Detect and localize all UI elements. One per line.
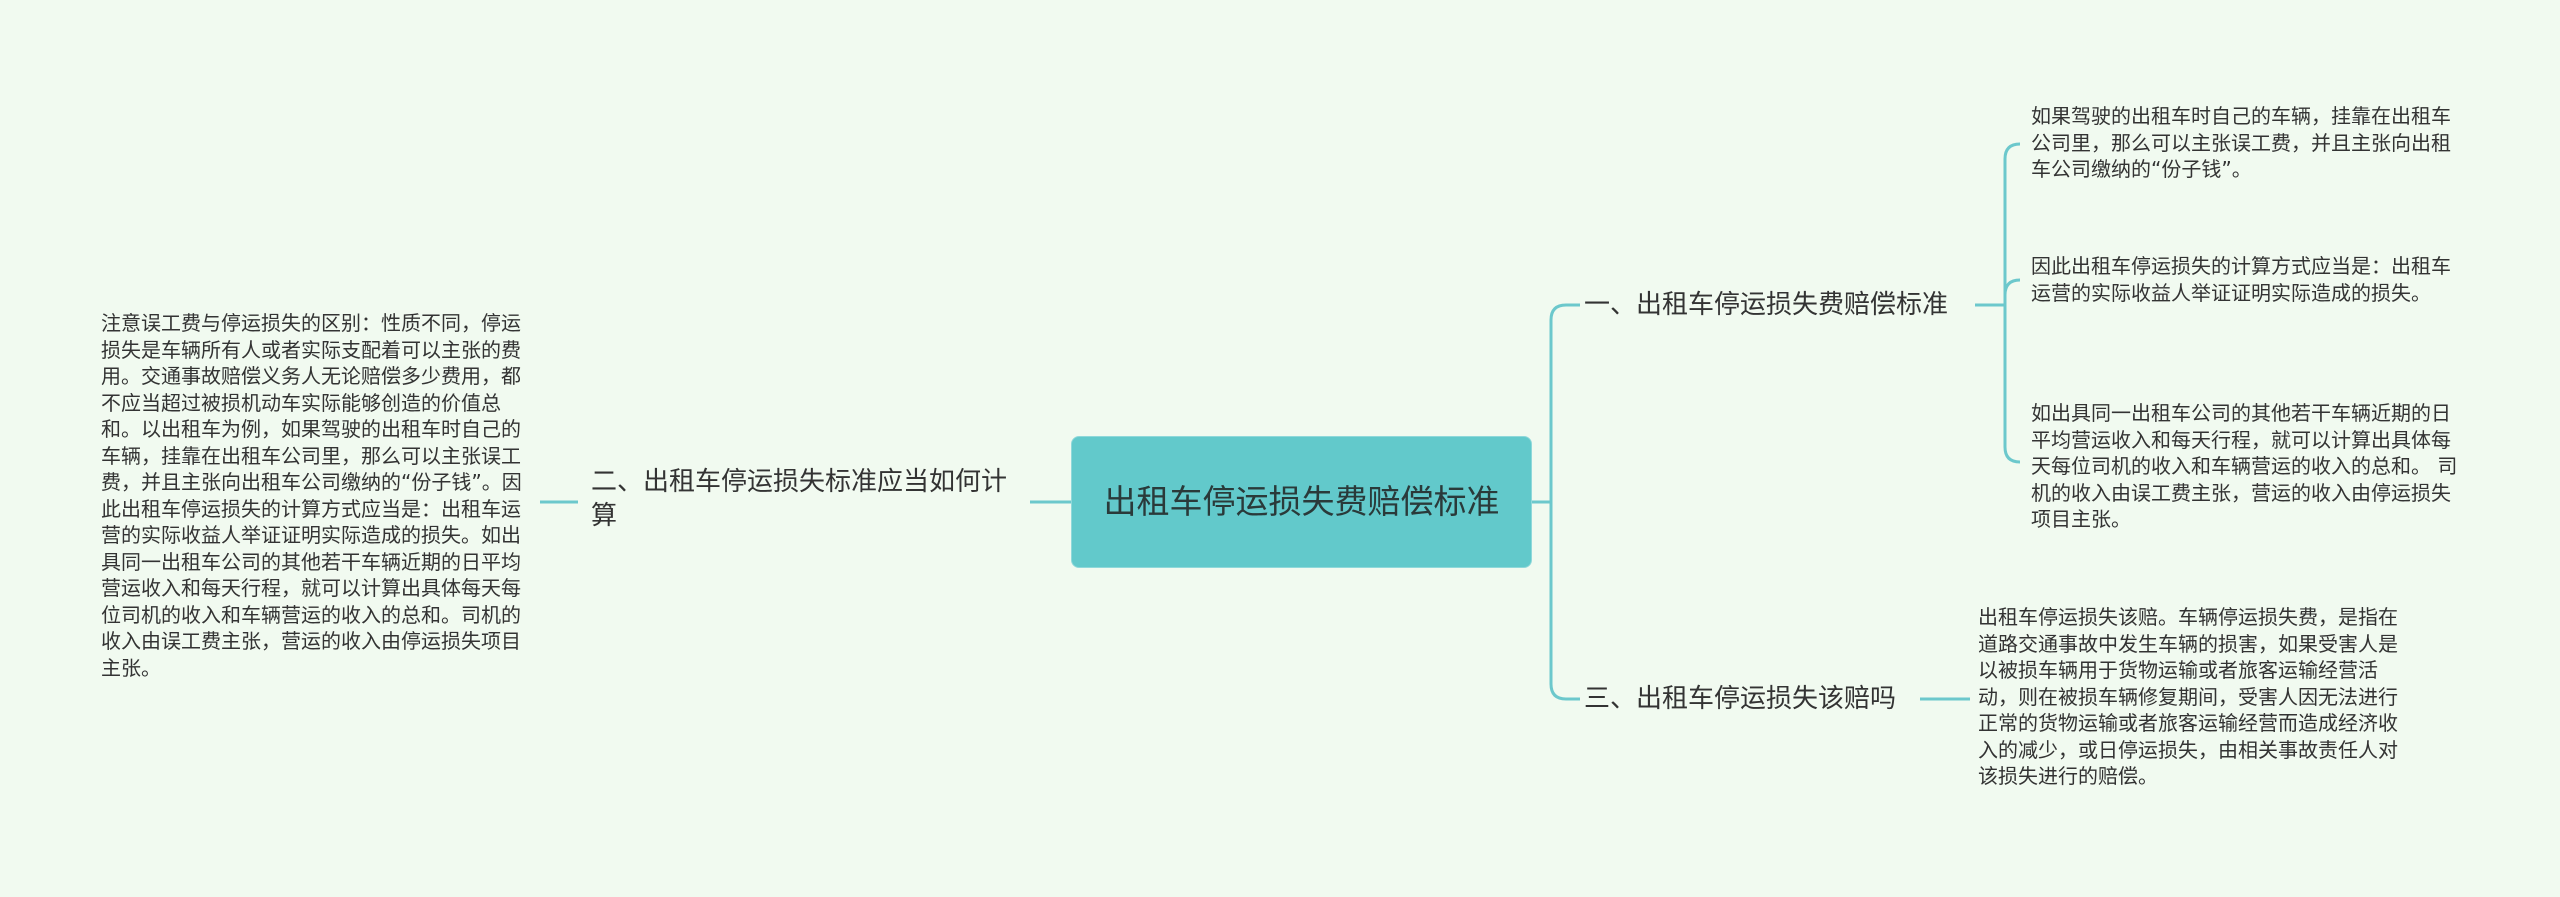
branch-right-standard[interactable]: 一、出租车停运损失费赔偿标准 <box>1584 290 1949 320</box>
connector-right-trunk <box>1549 303 1580 701</box>
leaf-left-details: 注意误工费与停运损失的区别：性质不同，停运损失是车辆所有人或者实际支配着可以主张… <box>101 311 522 680</box>
branch-left-calculation[interactable]: 二、出租车停运损失标准应当如何计算 <box>591 467 1008 531</box>
branch-right-should-pay[interactable]: 三、出租车停运损失该赔吗 <box>1584 684 1897 714</box>
leaf-standard-2: 因此出租车停运损失的计算方式应当是：出租车运营的实际收益人举证证明实际造成的损失… <box>2031 254 2451 305</box>
leaf-standard-1: 如果驾驶的出租车时自己的车辆，挂靠在出租车公司里，那么可以主张误工费，并且主张向… <box>2031 104 2451 181</box>
leaf-standard-3: 如出具同一出租车公司的其他若干车辆近期的日平均营运收入和每天行程，就可以计算出具… <box>2031 401 2458 531</box>
connector-branch1-leaves <box>1975 142 2021 464</box>
central-topic[interactable]: 出租车停运损失费赔偿标准 <box>1071 436 1532 568</box>
central-topic-text: 出租车停运损失费赔偿标准 <box>1103 482 1500 521</box>
leaf-should-pay-1: 出租车停运损失该赔。车辆停运损失费，是指在道路交通事故中发生车辆的损害，如果受害… <box>1978 605 2398 788</box>
